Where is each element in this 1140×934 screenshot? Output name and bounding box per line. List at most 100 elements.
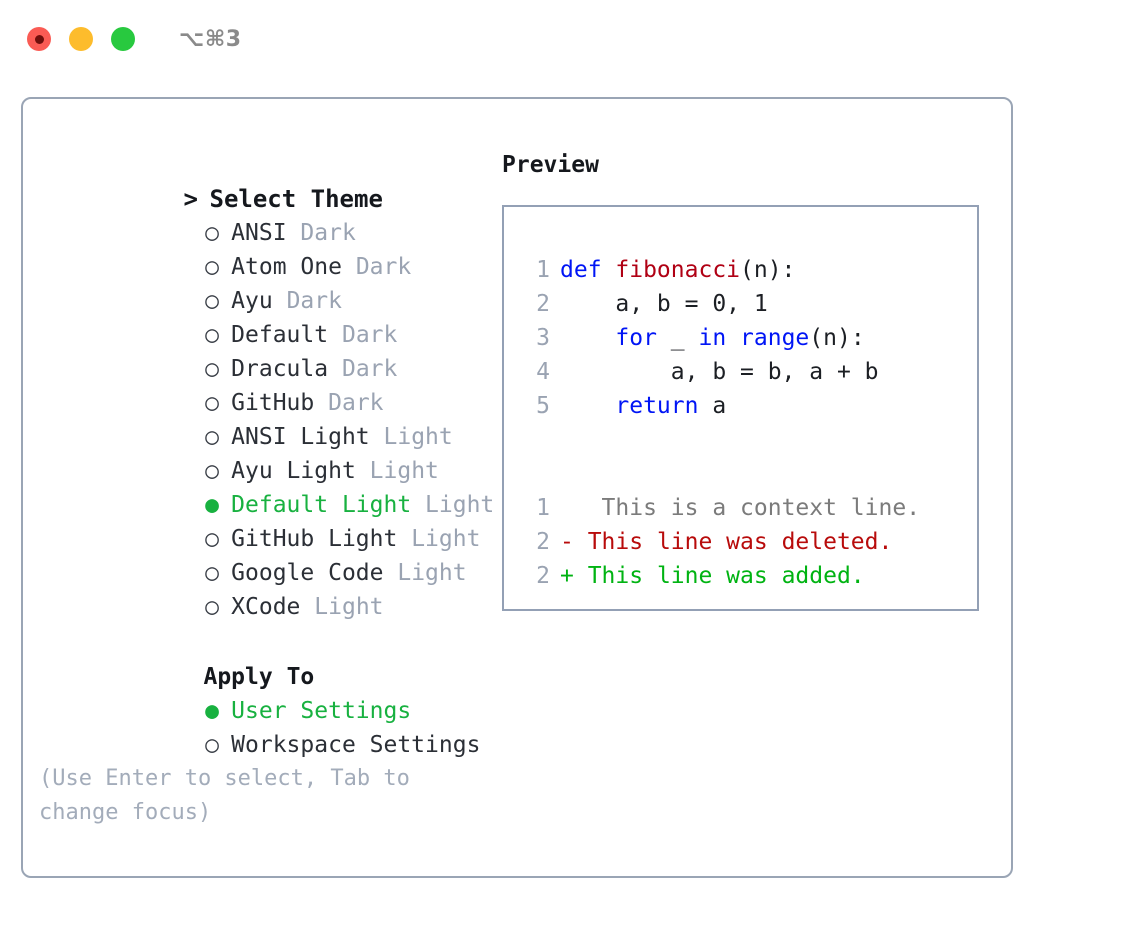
theme-item-atom-one-dark[interactable]: ○ Atom One Dark <box>39 216 509 280</box>
theme-item-label: GitHub <box>231 390 315 416</box>
theme-item-xcode[interactable]: ○ XCode Light <box>39 556 509 620</box>
code-token <box>726 325 740 351</box>
theme-item-dracula-dark[interactable]: ○Dracula Dark <box>39 318 509 382</box>
caret-icon: > <box>183 185 198 213</box>
radio-icon[interactable]: ○ <box>205 560 220 586</box>
radio-icon[interactable]: ○ <box>205 458 220 484</box>
theme-item-default-dark[interactable]: ○ Default Dark <box>39 284 509 348</box>
theme-item-tag: Dark <box>341 322 398 348</box>
close-button[interactable] <box>27 27 51 51</box>
theme-item-tag: Dark <box>300 220 356 246</box>
theme-item-label: Default Light <box>231 492 412 518</box>
theme-item-tag: Dark <box>355 254 412 280</box>
apply-to-heading-label: Apply To <box>203 664 315 690</box>
line-number: 3 <box>536 325 550 351</box>
code-token: fibonacci <box>615 257 741 283</box>
radio-selected-icon[interactable]: ● <box>205 698 220 724</box>
theme-list: ○ ANSI Dark ○ Atom One Dark ○ Ayu Dark ○ Def… <box>39 182 509 620</box>
theme-item-tag: Light <box>397 560 467 586</box>
theme-item-label: Default <box>231 322 329 348</box>
radio-icon[interactable]: ○ <box>205 424 220 450</box>
radio-icon[interactable]: ○ <box>205 288 220 314</box>
code-token: (n): <box>740 257 796 283</box>
apply-to-option-label: Workspace Settings <box>231 732 481 758</box>
theme-item-label: Ayu Light <box>231 458 356 484</box>
theme-item-tag: Light <box>314 594 384 620</box>
line-number: 2 <box>536 291 550 317</box>
line-number: 5 <box>536 393 550 419</box>
apply-to-option-user-settings[interactable]: ● User Settings <box>39 660 509 724</box>
code-token: a <box>698 393 727 419</box>
theme-item-ansi-dark[interactable]: ○ ANSI Dark <box>39 182 509 246</box>
theme-item-label: Ayu <box>231 288 273 314</box>
zoom-button[interactable] <box>111 27 135 51</box>
code-token <box>560 393 615 419</box>
theme-item-tag: Light <box>369 458 439 484</box>
window-title-shortcut: ⌥⌘3 <box>179 26 242 52</box>
theme-item-label: ANSI <box>231 220 287 246</box>
code-token: a, b = 0, 1 <box>560 291 768 317</box>
radio-icon[interactable]: ○ <box>205 390 220 416</box>
code-token: (n): <box>809 325 865 351</box>
theme-item-tag: Light <box>383 424 453 450</box>
theme-item-label: Google Code <box>231 560 384 586</box>
window-controls <box>27 27 135 51</box>
radio-icon[interactable]: ○ <box>205 220 220 246</box>
theme-item-github-dark[interactable]: ○ GitHub Dark <box>39 352 509 416</box>
theme-item-tag: Light <box>425 492 495 518</box>
radio-icon[interactable]: ○ <box>205 594 220 620</box>
preview-title: Preview <box>502 152 599 178</box>
theme-item-ayu-dark[interactable]: ○ Ayu Dark <box>39 250 509 314</box>
radio-icon[interactable]: ○ <box>205 254 220 280</box>
code-line: 2 a, b = 0, 1 <box>524 287 964 321</box>
main-panel: >Select Theme ○ ANSI Dark ○ Atom One Dark … <box>21 97 1013 878</box>
code-token <box>560 325 615 351</box>
code-line: 3 for _ in range(n): <box>524 321 964 355</box>
radio-icon[interactable]: ○ <box>205 356 220 382</box>
theme-item-tag: Dark <box>328 390 384 416</box>
code-blank-line <box>524 423 964 457</box>
theme-item-default-light[interactable]: ● Default Light Light <box>39 454 509 518</box>
diff-line-deleted: 2- This line was deleted. <box>524 525 964 559</box>
theme-item-label: ANSI Light <box>231 424 370 450</box>
diff-text: This line was deleted. <box>573 529 893 555</box>
page-title: >Select Theme <box>39 148 509 213</box>
line-number: 1 <box>536 495 550 521</box>
theme-item-ayu-light[interactable]: ○ Ayu Light Light <box>39 420 509 484</box>
theme-item-tag: Light <box>411 526 481 552</box>
theme-item-label: XCode <box>231 594 301 620</box>
theme-item-ansi-light[interactable]: ○ ANSI Light Light <box>39 386 509 450</box>
diff-line-context: 1 This is a context line. <box>524 491 964 525</box>
apply-to-heading: Apply To <box>39 626 509 690</box>
theme-item-label: Atom One <box>231 254 342 280</box>
apply-to-option-workspace-settings[interactable]: ○ Workspace Settings <box>39 694 509 758</box>
code-line: 5 return a <box>524 389 964 423</box>
diff-marker: + <box>560 563 574 589</box>
apply-to-option-label: User Settings <box>231 698 412 724</box>
code-line: 4 a, b = b, a + b <box>524 355 964 389</box>
code-blank-line <box>524 457 964 491</box>
radio-icon[interactable]: ○ <box>205 526 220 552</box>
record-dot-icon <box>34 34 44 44</box>
radio-icon[interactable]: ○ <box>205 732 220 758</box>
line-number: 1 <box>536 257 550 283</box>
code-token: in <box>698 325 727 351</box>
code-token: return <box>615 393 699 419</box>
code-token: for <box>615 325 657 351</box>
radio-icon[interactable]: ○ <box>205 322 220 348</box>
line-number: 2 <box>536 563 550 589</box>
diff-marker <box>560 495 574 521</box>
theme-item-tag: Dark <box>286 288 342 314</box>
diff-text: This line was added. <box>573 563 865 589</box>
radio-selected-icon[interactable]: ● <box>205 492 220 518</box>
minimize-button[interactable] <box>69 27 93 51</box>
theme-item-google-code[interactable]: ○ Google Code Light <box>39 522 509 586</box>
theme-item-tag: Dark <box>341 356 398 382</box>
theme-item-github-light[interactable]: ○GitHub Light Light <box>39 488 509 552</box>
code-token: a, b = b, a + b <box>560 359 879 385</box>
